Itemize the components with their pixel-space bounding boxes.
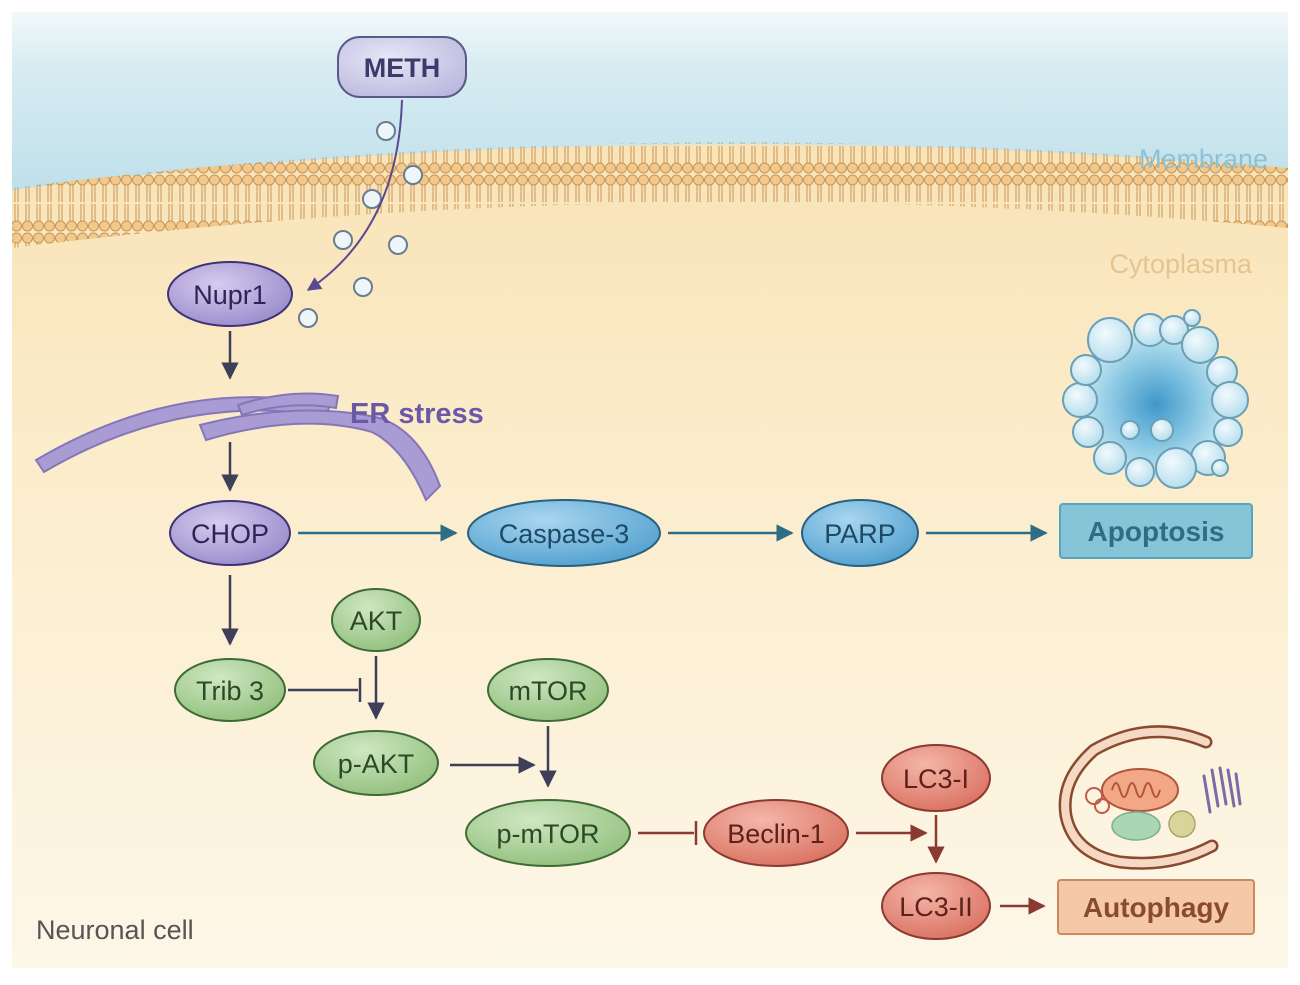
akt-label: AKT: [350, 606, 403, 636]
apoptosis-label: Apoptosis: [1088, 516, 1225, 547]
pmtor-node: p-mTOR: [465, 799, 631, 867]
chop-label: CHOP: [191, 519, 269, 549]
pakt-label: p-AKT: [338, 749, 415, 779]
autophagy-box: Autophagy: [1057, 879, 1255, 935]
parp-label: PARP: [824, 519, 896, 549]
meth-molecules: [298, 121, 423, 328]
meth-node: METH: [337, 36, 467, 98]
beclin1-node: Beclin-1: [703, 799, 849, 867]
nupr1-label: Nupr1: [193, 280, 267, 310]
cytoplasm-label: Cytoplasma: [1109, 249, 1253, 279]
parp-node: PARP: [801, 499, 919, 567]
cell-membrane: [12, 142, 1288, 248]
autophagy-label: Autophagy: [1083, 892, 1230, 923]
trib3-node: Trib 3: [174, 658, 286, 722]
beclin1-label: Beclin-1: [727, 819, 825, 849]
er-stress-organelle: [34, 392, 442, 502]
apoptosis-box: Apoptosis: [1059, 503, 1253, 559]
meth-label: METH: [364, 53, 441, 83]
nupr1-node: Nupr1: [167, 261, 293, 327]
trib3-inhibits-pakt: [288, 678, 362, 702]
apoptotic-cell-icon: [1062, 309, 1249, 489]
chop-node: CHOP: [169, 500, 291, 566]
meth-to-nupr1-arrow: [306, 99, 403, 291]
pmtor-inhibits-beclin1: [638, 821, 698, 845]
trib3-label: Trib 3: [196, 676, 264, 706]
lc3ii-node: LC3-II: [881, 872, 991, 940]
caspase3-node: Caspase-3: [467, 499, 661, 567]
pakt-node: p-AKT: [313, 730, 439, 796]
lc3ii-label: LC3-II: [899, 892, 973, 922]
lc3i-label: LC3-I: [903, 764, 969, 794]
pmtor-label: p-mTOR: [496, 819, 599, 849]
extracellular-region: [12, 12, 1288, 190]
mtor-label: mTOR: [509, 676, 588, 706]
lc3i-node: LC3-I: [881, 744, 991, 812]
cell-label: Neuronal cell: [36, 915, 194, 945]
mtor-node: mTOR: [487, 658, 609, 722]
membrane-label: Membrane: [1139, 144, 1268, 174]
er-stress-label: ER stress: [350, 398, 484, 430]
akt-node: AKT: [331, 588, 421, 652]
caspase3-label: Caspase-3: [499, 519, 630, 549]
autophagosome-icon: [1058, 725, 1242, 870]
